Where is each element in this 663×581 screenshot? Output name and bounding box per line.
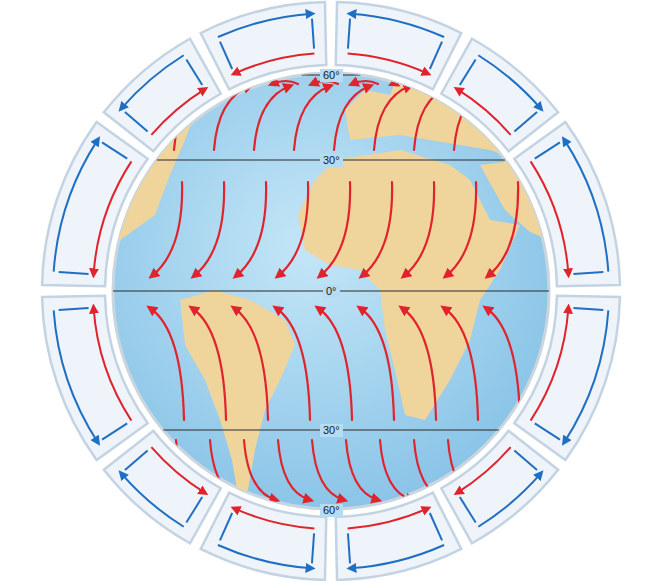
wind-arrow [392, 81, 418, 84]
upper-flow-arrow [121, 473, 183, 526]
asia [480, 160, 560, 245]
wind-arrow [486, 308, 520, 420]
wind-arrow [278, 182, 308, 276]
wind-arrow [214, 86, 250, 150]
vertical-flow [220, 513, 232, 540]
wind-arrow [346, 440, 378, 500]
latitude-label: 0° [323, 285, 340, 298]
latitude-label: 30° [320, 154, 343, 167]
wind-arrow [446, 182, 476, 276]
wind-arrow [174, 86, 210, 150]
wind-arrow [278, 440, 310, 500]
vertical-flow [348, 19, 350, 49]
wind-arrow [318, 308, 352, 420]
wind-arrow [234, 308, 268, 420]
wind-arrow [414, 440, 446, 500]
surface-flow-arrow [348, 508, 428, 528]
vertical-flow [514, 112, 537, 132]
upper-flow-arrow [218, 14, 312, 37]
latitude-label: 60° [320, 504, 343, 517]
wind-arrow [448, 440, 480, 500]
vertical-flow [312, 533, 314, 563]
wind-arrow [236, 182, 266, 276]
vertical-flow [102, 423, 127, 439]
vertical-flow [59, 308, 89, 310]
vertical-flow [348, 533, 350, 563]
wind-arrow [152, 182, 182, 276]
vertical-flow [102, 142, 127, 158]
vertical-flow [220, 42, 232, 69]
latitude-label: 30° [320, 424, 343, 437]
surface-flow-arrow [234, 508, 314, 528]
upper-flow-arrow [121, 55, 183, 108]
wind-arrow [312, 440, 344, 500]
upper-flow-arrow [54, 140, 98, 272]
wind-arrow [192, 308, 226, 420]
wind-arrow [362, 182, 392, 276]
wind-arrow [360, 308, 394, 420]
vertical-flow [186, 59, 202, 84]
wind-arrow [194, 182, 224, 276]
wind-arrow [244, 440, 276, 500]
vertical-flow [460, 59, 476, 84]
wind-arrow [402, 308, 436, 420]
north-america [100, 55, 200, 240]
wind-arrow [294, 86, 330, 150]
vertical-flow [535, 142, 560, 158]
latitude-lines [113, 75, 549, 510]
vertical-flow [125, 450, 148, 470]
upper-flow-arrow [478, 473, 540, 526]
surface-winds [150, 81, 520, 500]
upper-flow-arrow [350, 14, 444, 37]
wind-arrow [454, 86, 490, 150]
vertical-flow [573, 272, 603, 274]
vertical-flow [514, 450, 537, 470]
vertical-flow [312, 19, 314, 49]
upper-flow-arrow [478, 55, 540, 108]
wind-arrow [210, 440, 242, 500]
surface-flow-arrow [348, 54, 428, 74]
upper-flow-arrow [350, 545, 444, 568]
wind-arrow [320, 182, 350, 276]
upper-flow-arrow [54, 310, 98, 442]
wind-arrow [444, 308, 478, 420]
vertical-flow [460, 497, 476, 522]
wind-arrow [404, 182, 434, 276]
africa [298, 150, 520, 420]
circulation-cells [42, 2, 620, 580]
vertical-flow [535, 423, 560, 439]
wind-arrow [150, 308, 184, 420]
wind-arrow [254, 86, 290, 150]
vertical-flow [186, 497, 202, 522]
wind-arrow [488, 182, 518, 276]
upper-flow-arrow [564, 140, 608, 272]
upper-flow-arrow [564, 310, 608, 442]
vertical-flow [430, 513, 442, 540]
wind-arrow [276, 308, 310, 420]
latitude-label: 60° [320, 69, 343, 82]
surface-flow-arrow [234, 54, 314, 74]
vertical-flow [59, 272, 89, 274]
wind-arrow [374, 86, 410, 150]
south-america [180, 290, 295, 495]
upper-flow-arrow [218, 545, 312, 568]
wind-arrow [352, 81, 378, 84]
wind-arrow [414, 86, 450, 150]
vertical-flow [125, 112, 148, 132]
wind-arrow [380, 440, 412, 500]
wind-arrow [176, 440, 208, 500]
europe [345, 60, 560, 160]
wind-arrow [334, 86, 370, 150]
wind-arrow [272, 81, 298, 84]
vertical-flow [430, 42, 442, 69]
continents [100, 55, 560, 495]
vertical-flow [573, 308, 603, 310]
